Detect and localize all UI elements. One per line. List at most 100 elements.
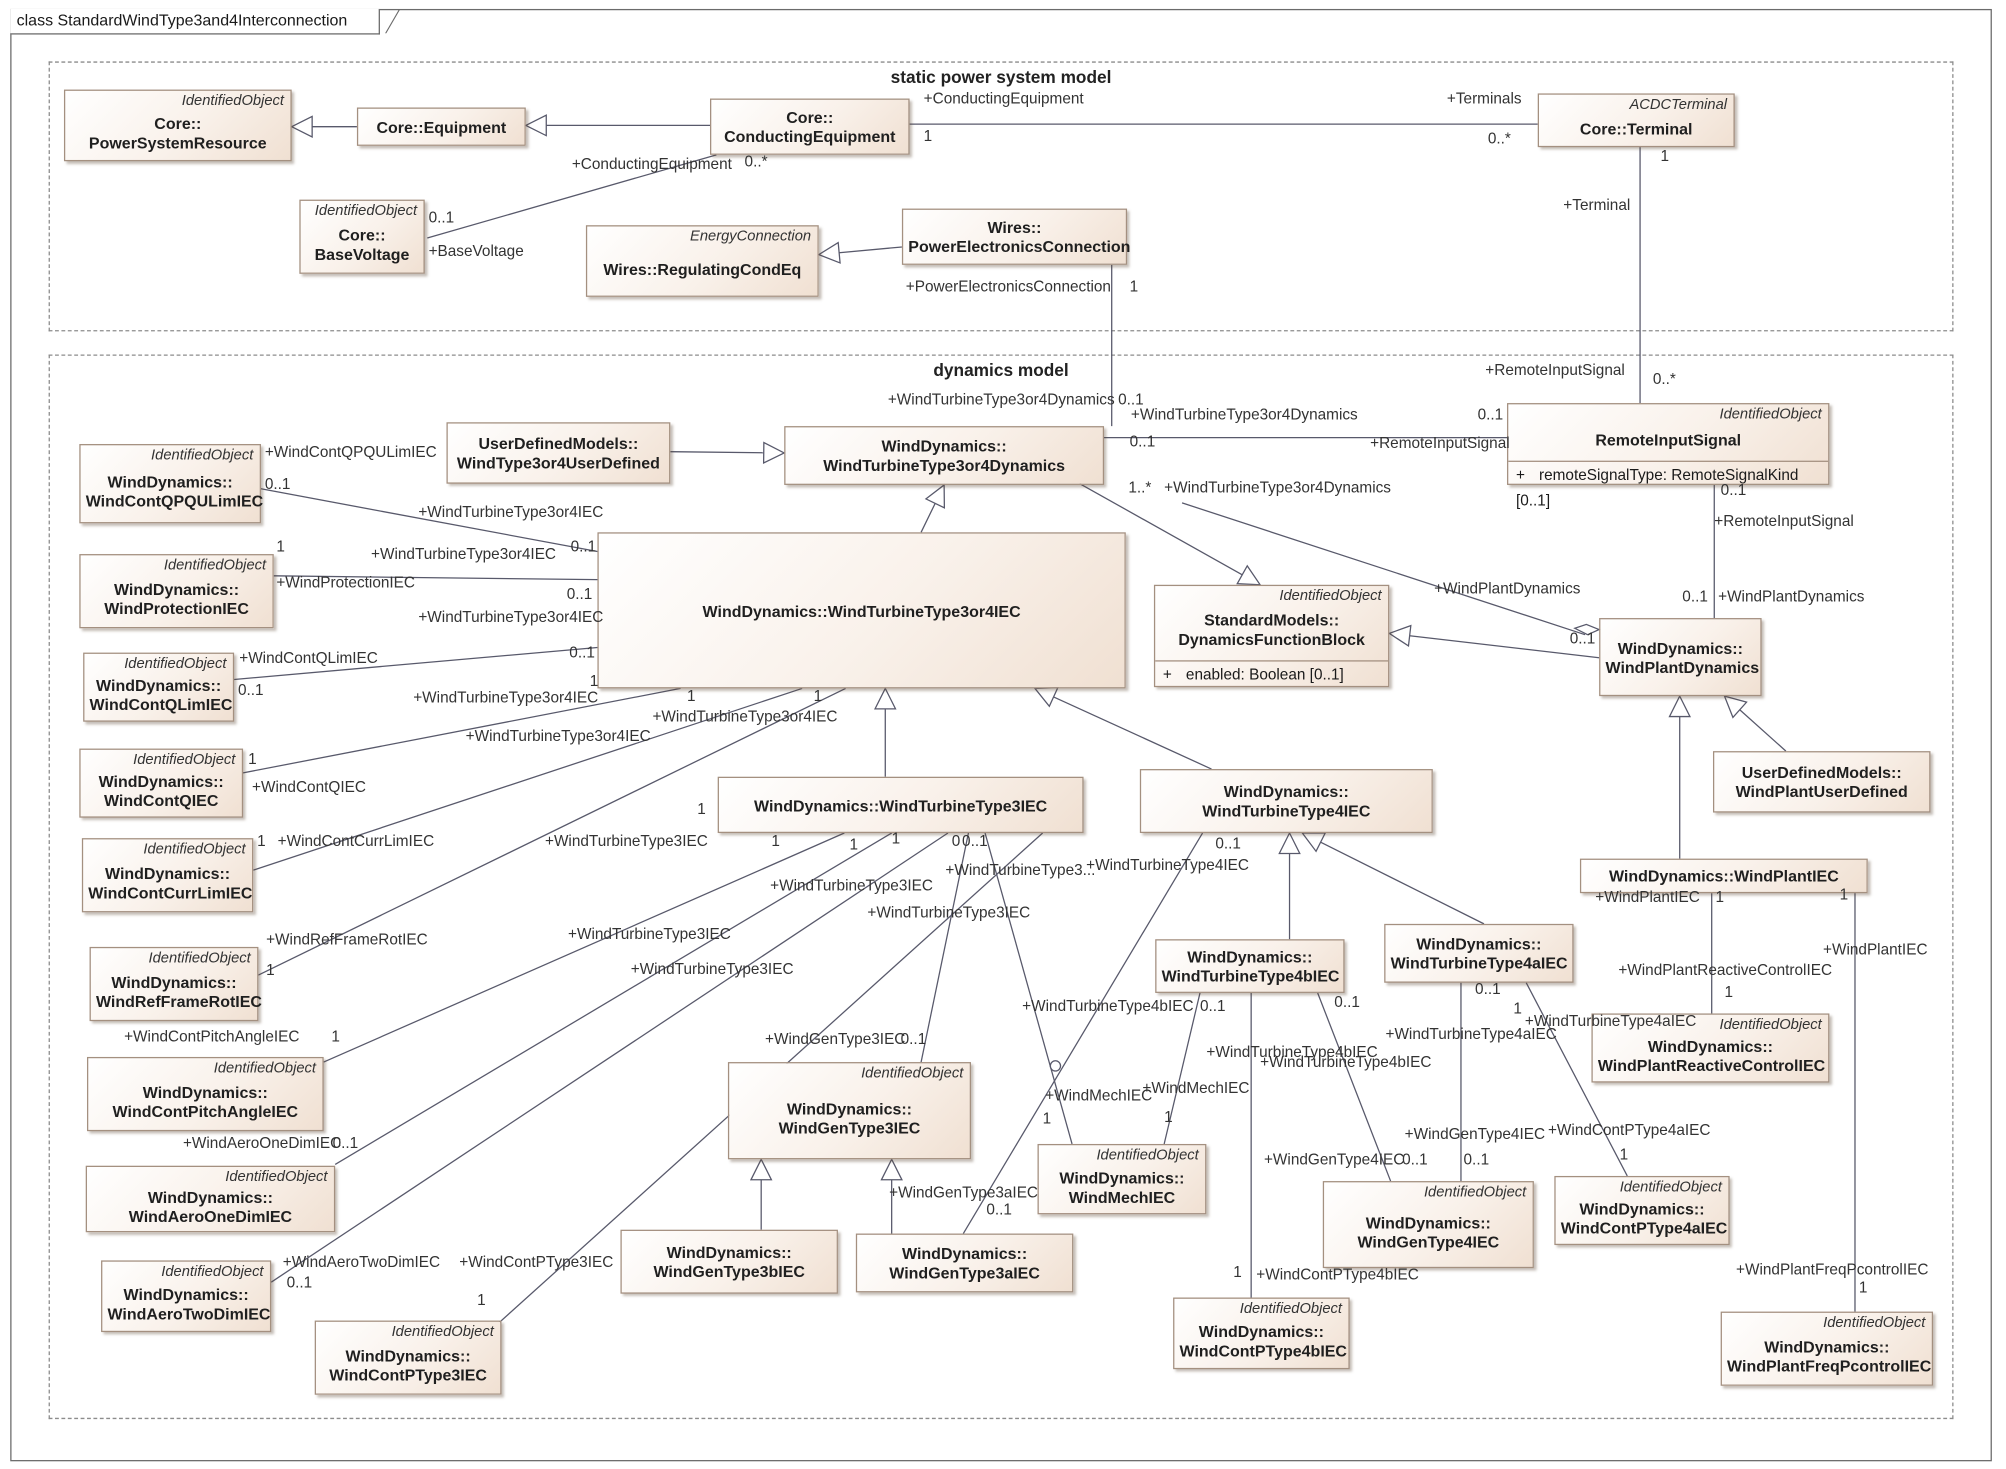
package-static[interactable]: static power system model bbox=[48, 61, 1954, 332]
class-name-line: WindPlantReactiveControlIEC bbox=[1597, 1056, 1826, 1075]
class-stereotype: IdentifiedObject bbox=[1279, 588, 1382, 604]
association-line[interactable] bbox=[427, 154, 717, 239]
role-label: +WindTurbineType3or4IEC bbox=[465, 726, 651, 745]
generalization-line[interactable] bbox=[1739, 709, 1787, 752]
attribute-text: remoteSignalType: RemoteSignalKind [0..1… bbox=[1515, 465, 1799, 510]
class-name-line: WindContPitchAngleIEC bbox=[112, 1103, 299, 1121]
generalization-line[interactable] bbox=[1053, 696, 1212, 770]
role-label: +WindPlantDynamics bbox=[1718, 587, 1865, 606]
role-label: +WindTurbineType4bIEC bbox=[1260, 1053, 1432, 1072]
role-label: +ConductingEquipment bbox=[571, 154, 732, 173]
generalization-line[interactable] bbox=[670, 451, 764, 454]
multiplicity-label: 1 bbox=[1233, 1262, 1242, 1281]
class-wt4a[interactable]: WindDynamics::WindTurbineType4aIEC bbox=[1384, 923, 1574, 983]
multiplicity-label: 1 bbox=[257, 831, 266, 850]
multiplicity-label: 0..* bbox=[1652, 369, 1676, 388]
class-pec[interactable]: Wires::PowerElectronicsConnection bbox=[901, 208, 1130, 265]
class-wt34dyn[interactable]: WindDynamics::WindTurbineType3or4Dynamic… bbox=[784, 426, 1105, 485]
association-line[interactable] bbox=[1317, 992, 1392, 1182]
class-stereotype: IdentifiedObject bbox=[148, 950, 251, 967]
association-line[interactable] bbox=[260, 488, 598, 553]
association-line[interactable] bbox=[1525, 982, 1628, 1177]
association-line[interactable] bbox=[273, 575, 598, 581]
association-line[interactable] bbox=[1181, 502, 1586, 636]
role-label: +WindContPType4bIEC bbox=[1256, 1265, 1419, 1284]
role-label: +WindAeroTwoDimIEC bbox=[282, 1252, 441, 1271]
multiplicity-label: 0..1 bbox=[1475, 980, 1501, 999]
package-dynamics[interactable]: dynamics model bbox=[48, 354, 1954, 1420]
class-wt4[interactable]: WindDynamics::WindTurbineType4IEC bbox=[1139, 769, 1433, 834]
association-line[interactable] bbox=[323, 832, 845, 1063]
class-name-line: WindDynamics:: bbox=[1059, 1168, 1185, 1187]
class-wpiec[interactable]: WindDynamics::WindPlantIEC bbox=[1579, 858, 1868, 894]
class-condeq[interactable]: Core::ConductingEquipment bbox=[710, 98, 910, 155]
generalization-line[interactable] bbox=[1079, 483, 1243, 576]
class-udm34[interactable]: UserDefinedModels::WindType3or4UserDefin… bbox=[446, 422, 671, 484]
role-label: +PowerElectronicsConnection bbox=[905, 277, 1111, 296]
multiplicity-label: 0..* bbox=[744, 152, 768, 171]
line-crossing-hop bbox=[1049, 1060, 1062, 1072]
association-line[interactable] bbox=[984, 832, 1073, 1145]
role-label: +WindTurbineType3or4IEC bbox=[418, 502, 604, 521]
class-gen3b[interactable]: WindDynamics::WindGenType3bIEC bbox=[620, 1229, 838, 1294]
association-line[interactable] bbox=[242, 687, 681, 774]
multiplicity-label: 1 bbox=[1513, 999, 1522, 1018]
class-name-line: WindContQIEC bbox=[103, 792, 219, 810]
class-name-line: WindDynamics::WindTurbineType3or4IEC bbox=[702, 602, 1021, 620]
role-label: +RemoteInputSignal bbox=[1485, 360, 1625, 379]
class-wt4b[interactable]: WindDynamics::WindTurbineType4bIEC bbox=[1155, 939, 1345, 993]
generalization-line[interactable] bbox=[1409, 635, 1600, 659]
class-wpd[interactable]: WindDynamics::WindPlantDynamics bbox=[1599, 618, 1762, 697]
class-stereotype: IdentifiedObject bbox=[861, 1065, 964, 1082]
role-label: +BaseVoltage bbox=[428, 241, 524, 260]
association-line[interactable] bbox=[962, 832, 1204, 1234]
class-stereotype: IdentifiedObject bbox=[1239, 1301, 1342, 1317]
association-line[interactable] bbox=[270, 832, 949, 1283]
class-name-line: WindDynamics:: bbox=[111, 973, 237, 992]
multiplicity-label: 1 bbox=[813, 687, 823, 706]
generalization-line[interactable] bbox=[1320, 841, 1485, 925]
class-name-line: WindType3or4UserDefined bbox=[456, 454, 660, 473]
association-line[interactable] bbox=[258, 687, 846, 976]
generalization-line[interactable] bbox=[839, 246, 902, 254]
association-line[interactable] bbox=[253, 687, 803, 871]
class-equipment[interactable]: Core::Equipment bbox=[356, 107, 526, 146]
association-line[interactable] bbox=[1163, 992, 1201, 1145]
multiplicity-label: 0..1 bbox=[900, 1030, 927, 1048]
association-line[interactable] bbox=[334, 832, 892, 1165]
class-gen3a[interactable]: WindDynamics::WindGenType3aIEC bbox=[855, 1233, 1074, 1293]
class-wt3[interactable]: WindDynamics::WindTurbineType3IEC bbox=[717, 776, 1084, 834]
association-line[interactable] bbox=[234, 646, 598, 681]
association-line[interactable] bbox=[920, 832, 970, 1063]
generalization-line[interactable] bbox=[920, 503, 936, 533]
multiplicity-label: 1 bbox=[1858, 1278, 1868, 1297]
class-name-line: WindPlantUserDefined bbox=[1735, 783, 1908, 802]
class-stereotype: IdentifiedObject bbox=[143, 841, 246, 858]
class-wt34iec[interactable]: WindDynamics::WindTurbineType3or4IEC bbox=[597, 532, 1126, 689]
class-udwp[interactable]: UserDefinedModels::WindPlantUserDefined bbox=[1712, 751, 1931, 813]
